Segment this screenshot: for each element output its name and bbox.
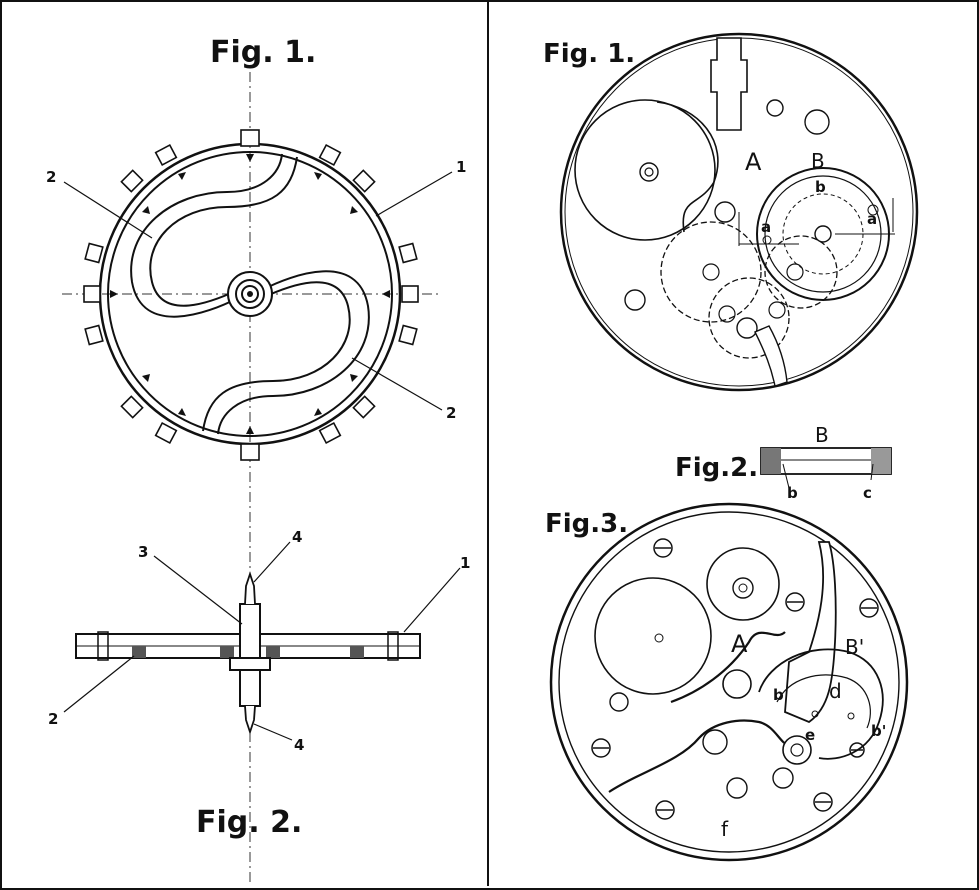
- hub-center: [247, 291, 253, 297]
- arm-upper-outer: [149, 156, 298, 307]
- left-fig1-label-1: 1: [456, 158, 466, 176]
- arbor-lower: [239, 669, 261, 707]
- right-fig1-label-A: A: [745, 148, 762, 176]
- arbor-upper: [239, 603, 261, 661]
- balance-section: [760, 447, 892, 475]
- balance-cock: [784, 541, 837, 724]
- right-fig2-label-b: b: [787, 484, 798, 502]
- left-panel: Fig. 1.: [2, 2, 489, 886]
- right-fig2-title: Fig.2.: [675, 453, 758, 483]
- right-panel: Fig. 1.: [489, 2, 977, 886]
- winding-stem: [710, 37, 748, 131]
- barrel: [574, 99, 716, 241]
- balance-rim-inner: [107, 151, 393, 437]
- right-fig1-label-b: b: [815, 178, 826, 196]
- right-fig3-label-A: A: [731, 630, 748, 658]
- right-fig3-label-b1: b': [871, 722, 886, 740]
- hub-ring-inner: [241, 285, 259, 303]
- movement3-plate-outer: [549, 502, 909, 862]
- hub-ring: [235, 279, 265, 309]
- rim-tabs: [83, 129, 419, 461]
- right-fig3-label-e: e: [805, 726, 815, 744]
- left-fig2-label-3: 3: [138, 543, 148, 561]
- left-fig1-label-2b: 2: [446, 404, 456, 422]
- right-fig1-label-a2: a: [867, 210, 877, 228]
- arm-lower-outer: [202, 281, 351, 432]
- pivot-upper: [244, 571, 256, 605]
- right-fig3-label-f: f: [721, 817, 729, 841]
- arm-upper-inner: [130, 153, 283, 318]
- left-drawing: Fig. 1.: [46, 35, 470, 882]
- left-fig2-label-2: 2: [48, 710, 58, 728]
- left-fig2-label-1: 1: [460, 554, 470, 572]
- right-fig3-label-b: b: [773, 686, 784, 704]
- left-fig2-title: Fig. 2.: [196, 805, 302, 840]
- left-fig1-title: Fig. 1.: [210, 35, 316, 70]
- right-fig3-label-B1: B': [845, 635, 864, 659]
- arm-lower-inner: [217, 270, 370, 435]
- barrel-3: [594, 577, 712, 695]
- right-fig2-label-B: B: [815, 423, 829, 447]
- movement-plate-outer: [559, 32, 919, 392]
- right-fig1-label-a1: a: [761, 218, 771, 236]
- right-drawing: Fig. 1.: [543, 32, 919, 862]
- pivot-lower: [244, 705, 256, 735]
- right-fig3-label-d: d: [829, 679, 842, 703]
- right-fig2-label-c: c: [863, 484, 872, 502]
- balance-section-hatch-left: [761, 448, 781, 474]
- right-fig1-title: Fig. 1.: [543, 39, 635, 69]
- right-fig1-label-B: B: [811, 149, 825, 173]
- left-fig1-label-2a: 2: [46, 168, 56, 186]
- arbor-collar: [229, 657, 271, 671]
- right-fig3-title: Fig.3.: [545, 509, 628, 539]
- balance-section-hatch-right: [871, 448, 891, 474]
- rim-screws: [110, 154, 390, 434]
- left-fig2-label-4a: 4: [292, 528, 302, 546]
- left-fig2-label-4b: 4: [294, 736, 304, 754]
- fig3-screws: [591, 538, 879, 820]
